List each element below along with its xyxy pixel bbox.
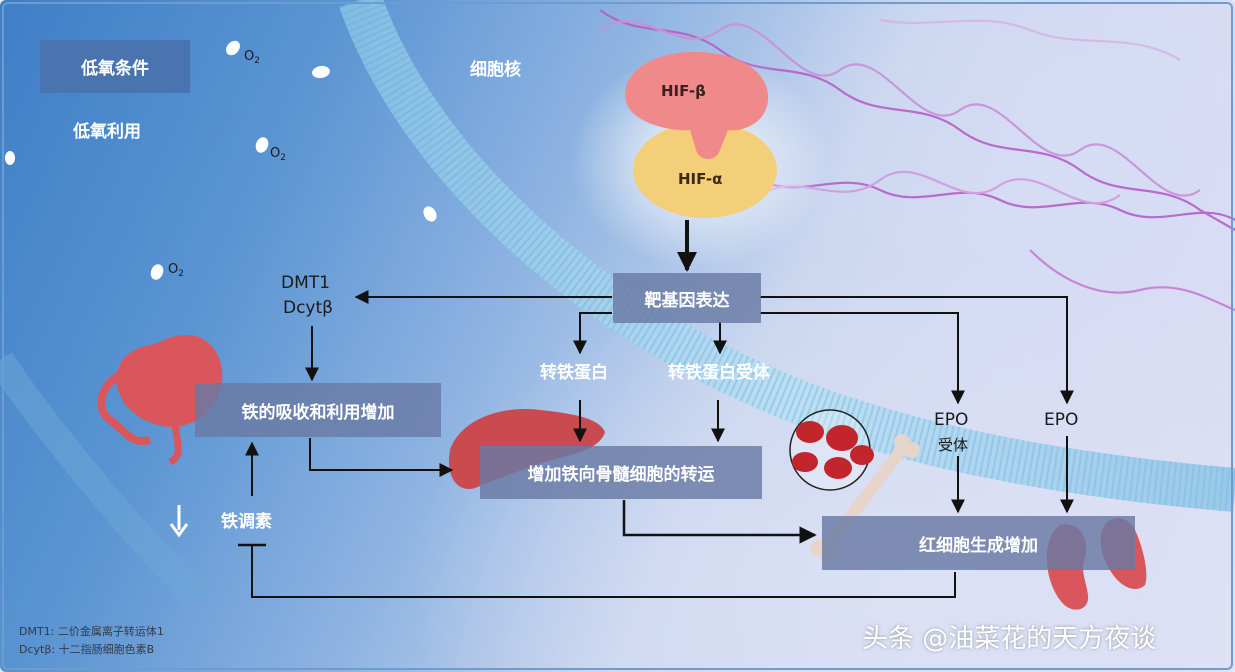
dmt1-label: DMT1: [281, 273, 330, 293]
red-blood-cell-icon: [789, 409, 874, 491]
nuclear-membrane: [0, 0, 1235, 610]
pathway-arrows: [238, 220, 1074, 598]
hypoxia-condition-label: 低氧条件: [81, 59, 149, 79]
iron-absorption-label: 铁的吸收和利用增加: [241, 402, 395, 423]
hif-beta-label: HIF-β: [661, 82, 706, 100]
rbc-increase-label: 红细胞生成增加: [919, 535, 1038, 556]
o2-label-2: O2: [270, 146, 286, 163]
target-gene-box: 靶基因表达: [613, 273, 761, 323]
hif-complex: [570, 50, 830, 270]
transferrin-receptor-label: 转铁蛋白受体: [668, 363, 770, 383]
dcytb-label: Dcytβ: [283, 298, 334, 318]
iron-absorption-box: 铁的吸收和利用增加: [195, 383, 441, 437]
footnote-dcytb: Dcytβ: 十二指肠细胞色素B: [19, 643, 155, 656]
epo-receptor-label-line1: EPO: [934, 410, 969, 430]
epo-label: EPO: [1044, 410, 1079, 430]
down-arrow-icon: [169, 505, 189, 538]
iron-transport-label: 增加铁向骨髓细胞的转运: [527, 465, 715, 485]
oxygen-molecules: [5, 40, 437, 280]
iron-transport-box: 增加铁向骨髓细胞的转运: [480, 446, 762, 499]
hepcidin-label: 铁调素: [221, 512, 272, 532]
rbc-increase-box: 红细胞生成增加: [822, 516, 1135, 570]
hif-alpha-subunit: [633, 122, 777, 218]
epo-receptor-label-line2: 受体: [938, 436, 969, 454]
target-gene-label: 靶基因表达: [644, 290, 730, 311]
footnote-dmt1: DMT1: 二价金属离子转运体1: [19, 625, 164, 638]
o2-label-3: O2: [168, 262, 184, 279]
nucleus-label: 细胞核: [470, 60, 521, 80]
hypoxia-condition-box: 低氧条件: [40, 40, 190, 93]
watermark: 头条 @油菜花的天方夜谈: [862, 624, 1157, 654]
hif-beta-subunit: [625, 51, 769, 159]
hypoxia-use-label: 低氧利用: [73, 122, 141, 142]
hif-alpha-label: HIF-α: [678, 170, 723, 188]
transferrin-label: 转铁蛋白: [540, 363, 608, 383]
o2-label-1: O2: [244, 49, 260, 66]
